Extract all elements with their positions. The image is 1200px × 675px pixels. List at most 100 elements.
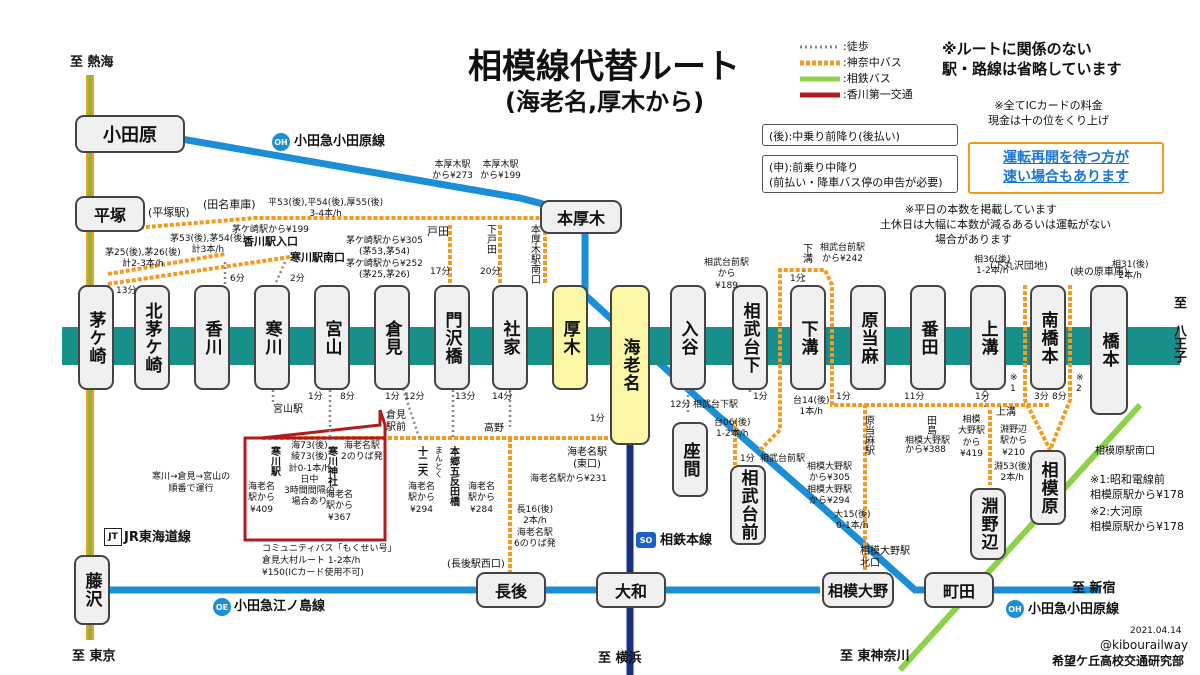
vstop-samukawa-jinja: 寒川神社 — [325, 446, 337, 486]
station-miyayama[interactable]: 宮山 — [314, 285, 350, 390]
station-samukawa[interactable]: 寒川 — [254, 285, 290, 390]
stop-sobudaishita-eki: 相武台下駅 — [693, 400, 739, 410]
odakyu-odawara-label: 小田急小田原線 — [294, 134, 386, 149]
stop-kyonohara: (峡の原車庫) — [1070, 267, 1128, 278]
station-kagawa[interactable]: 香川 — [194, 285, 230, 390]
legend-sotetsu-bus: :相鉄バス — [843, 72, 891, 85]
station-hiratsuka[interactable]: 平塚 — [75, 196, 145, 232]
odakyu-badge-odawara: OH — [272, 133, 290, 151]
walk-time: 1分 — [308, 392, 323, 402]
fare-note-1a: ※1:昭和電線前 — [1090, 473, 1165, 486]
station-sagamihara[interactable]: 相模原 — [1030, 450, 1066, 525]
resume-link-2[interactable]: 速い場合もあります — [1003, 169, 1129, 185]
note-ono-15: 大15(後) 0-1本/h — [834, 510, 871, 532]
stop-tamurashako: (田名車庫) — [203, 198, 256, 211]
station-banda[interactable]: 番田 — [910, 285, 946, 390]
station-iriya[interactable]: 入谷 — [670, 285, 706, 390]
note-fuchi-53: 淵53(後) 2本/h — [994, 462, 1031, 484]
page-title: 相模線代替ルート — [468, 47, 740, 87]
note-ebina-294: 海老名 駅から ¥294 — [408, 482, 436, 515]
station-label: 門沢橋 — [441, 310, 462, 365]
walk-time: 1分 — [590, 414, 605, 424]
dir-shinjuku: 至 新宿 — [1072, 581, 1116, 596]
station-sagamiono[interactable]: 相模大野 — [822, 572, 894, 608]
station-sobudaishita[interactable]: 相武台下 — [732, 285, 768, 390]
note-ebina-284: 海老名 駅から ¥284 — [468, 482, 496, 515]
stop-sagamihara-minami: 相模原駅南口 — [1095, 446, 1155, 457]
station-hashimoto[interactable]: 橋本 — [1090, 285, 1128, 415]
jr-badge: JT — [104, 528, 122, 546]
station-shake[interactable]: 社家 — [492, 285, 528, 390]
station-label: 原当麻 — [857, 310, 878, 365]
station-atsugi[interactable]: 厚木 — [552, 285, 588, 390]
front-boarding-note: (申):前乗り中降り (前払い・降車バス停の申告が必要) — [762, 155, 958, 193]
walk-time: 13分 — [116, 286, 137, 296]
legend-kanachu: :神奈中バス — [843, 56, 902, 69]
stop-kurami-ekimae: 倉見 駅前 — [386, 410, 406, 433]
note-mark-1: ※ 1 — [1010, 373, 1018, 394]
note-hiratsuka-routes: 平53(後),平54(後),厚55(後) 3-4本/h — [268, 198, 384, 220]
sotetsu-badge: SO — [636, 532, 656, 548]
note-mark-2: ※ 2 — [1076, 373, 1084, 394]
walk-time: 14分 — [492, 392, 513, 402]
station-haratouma[interactable]: 原当麻 — [850, 285, 886, 390]
station-label: 南橋本 — [1037, 310, 1058, 365]
station-fujisawa[interactable]: 藤沢 — [74, 555, 110, 625]
walk-time: 12分 — [404, 392, 425, 402]
station-label: 淵野辺 — [977, 497, 998, 551]
note-honatsugi-199: 本厚木駅 から¥199 — [480, 160, 521, 182]
note-sagamiono-305: 相模大野駅 から¥305 相模大野駅 から¥294 — [807, 462, 853, 506]
station-label: 寒川 — [261, 319, 282, 356]
station-nagago[interactable]: 長後 — [476, 572, 546, 608]
front-boarding-text-2: (前払い・降車バス停の申告が必要) — [769, 176, 943, 190]
station-minamihashimoto[interactable]: 南橋本 — [1030, 285, 1066, 390]
stop-shimomaruko: (下丸沢団地) — [990, 261, 1048, 272]
station-kitachigasaki[interactable]: 北茅ケ崎 — [134, 285, 170, 390]
station-kamimizo[interactable]: 上溝 — [970, 285, 1006, 390]
station-fuchinobe[interactable]: 淵野辺 — [970, 488, 1006, 560]
station-label: 相武台前 — [737, 469, 758, 541]
station-machida[interactable]: 町田 — [924, 572, 994, 608]
front-boarding-text-1: (申):前乗り中降り — [769, 161, 859, 174]
station-label: 厚木 — [559, 319, 580, 356]
note-sagamiono-388: 相模大野駅 から¥388 — [905, 436, 951, 455]
walk-time: 13分 — [455, 392, 476, 402]
resume-link-box[interactable]: 運転再開を待つ方が 速い場合もあります — [968, 142, 1164, 194]
station-odawara[interactable]: 小田原 — [75, 115, 185, 153]
station-label: 藤沢 — [81, 572, 102, 608]
station-ebina[interactable]: 海老名 — [610, 285, 650, 445]
station-kurami[interactable]: 倉見 — [374, 285, 410, 390]
walk-time: 8分 — [1052, 392, 1067, 402]
vstop-taima-eki: 原当麻駅 — [862, 415, 874, 455]
note-ebina-231: 海老名駅から¥231 — [530, 474, 607, 484]
station-shimomizo[interactable]: 下溝 — [790, 285, 826, 390]
station-label: 茅ケ崎 — [85, 310, 106, 365]
station-label: 入谷 — [677, 319, 698, 356]
station-zama[interactable]: 座間 — [672, 422, 708, 497]
station-chigasaki[interactable]: 茅ケ崎 — [78, 285, 114, 390]
walk-time: 3分 — [1034, 392, 1049, 402]
note-fuchinobe-210: 淵野辺 駅から ¥210 — [1000, 425, 1028, 458]
stop-takano: 高野 — [484, 423, 504, 434]
station-sobudaimae[interactable]: 相武台前 — [730, 465, 766, 545]
vstop-mantoku: まんとく — [434, 446, 444, 478]
station-label: 香川 — [201, 319, 222, 356]
stop-nagago-nishi: (長後駅西口) — [447, 559, 505, 570]
credit-handle: @kibourailway — [1100, 638, 1189, 652]
station-label: 社家 — [499, 319, 520, 356]
sotetsu-bus-line — [897, 402, 1143, 673]
note-community-2: 倉見大村ルート 1-2本/h — [262, 556, 361, 566]
note-dai-14: 台14(後) 1本/h — [793, 396, 830, 418]
station-label: 倉見 — [381, 319, 402, 356]
resume-link-1[interactable]: 運転再開を待つ方が — [1003, 150, 1129, 167]
station-yamato[interactable]: 大和 — [596, 572, 666, 608]
stop-honatsugi-minami: 本厚木駅南口 — [528, 224, 540, 284]
note-honatsugi-273: 本厚木駅 から¥273 — [432, 160, 473, 182]
station-honatsugi[interactable]: 本厚木 — [540, 200, 622, 234]
walk-time: 1分 — [790, 274, 805, 284]
walk-time: 17分 — [430, 267, 451, 277]
walk-time: 1分 — [385, 392, 400, 402]
walk-time: 6分 — [230, 274, 245, 284]
station-monzawabashi[interactable]: 門沢橋 — [434, 285, 470, 390]
stop-sagamiono-kita: 相模大野駅 北口 — [860, 546, 910, 569]
